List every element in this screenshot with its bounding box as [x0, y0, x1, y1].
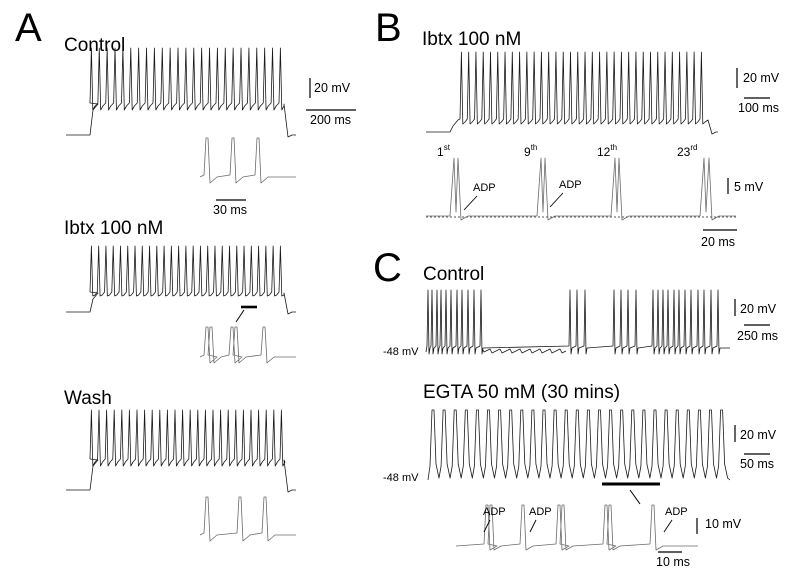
adp-arrow — [663, 519, 673, 533]
panel-c-egta-label: EGTA 50 mM (30 mins) — [423, 382, 621, 403]
panel-a-wash-inset — [199, 496, 296, 542]
panel-c-adp-label-3: ADP — [665, 506, 688, 518]
panel-b-time-scale-label: 100 ms — [738, 101, 779, 115]
panel-b-voltage-scale-label: 20 mV — [743, 71, 780, 85]
panel-a-ibtx-trace — [66, 245, 296, 315]
panel-a-ibtx-inset — [199, 326, 296, 364]
panel-c-letter: C — [373, 246, 402, 290]
panel-c-control-noise — [482, 348, 567, 354]
adp-arrow — [463, 195, 478, 211]
panel-c-egta-voltage-scale-label: 20 mV — [740, 428, 777, 442]
panel-b-ibtx-label: Ibtx 100 nM — [422, 29, 522, 50]
panel-a-control-inset — [199, 137, 296, 184]
panel-c-adp-label-1: ADP — [483, 506, 506, 518]
panel-b-inset-time-scale-label: 20 ms — [701, 235, 736, 249]
panel-c-control-time-scale-label: 250 ms — [737, 329, 778, 343]
adp-arrow — [483, 519, 491, 533]
panel-a-letter: A — [15, 6, 42, 50]
panel-b-letter: B — [375, 6, 402, 50]
panel-a-wash-label: Wash — [64, 388, 112, 409]
panel-c-egta-trace — [427, 409, 731, 481]
panel-a-inset-time-scale-label: 30 ms — [213, 203, 248, 217]
panel-c-egta-highlight-arrow — [629, 489, 641, 505]
panel-c-adp-label-2: ADP — [529, 506, 552, 518]
panel-c-inset-voltage-scale-label: 10 mV — [705, 517, 742, 531]
spike-label-1st: 1st — [437, 143, 450, 159]
spike-label-9th: 9th — [524, 143, 538, 159]
scale-bar-layer — [216, 68, 770, 553]
panel-c-control-rmp-label: -48 mV — [383, 346, 419, 358]
panel-a-ibtx-label: Ibtx 100 nM — [64, 218, 164, 239]
panel-b-main-trace — [426, 51, 718, 135]
adp-arrow — [549, 192, 564, 208]
panel-b-inset-trace — [426, 157, 736, 221]
panel-a-voltage-scale-label: 20 mV — [314, 81, 351, 95]
panel-c-inset-time-scale-label: 10 ms — [656, 555, 691, 569]
adp-arrow — [529, 519, 537, 533]
panel-a-control-trace — [66, 47, 296, 138]
panel-a-control-label: Control — [64, 35, 126, 56]
panel-c-egta-time-scale-label: 50 ms — [740, 457, 775, 471]
panel-c-control-label: Control — [423, 264, 485, 285]
panel-c-control-trace — [425, 289, 730, 355]
panel-b-adp-label-2: ADP — [559, 179, 582, 191]
panel-c-control-voltage-scale-label: 20 mV — [740, 302, 777, 316]
panel-a-wash-trace — [66, 409, 296, 493]
spike-label-12th: 12th — [597, 143, 618, 159]
panel-c-egta-rmp-label: -48 mV — [383, 472, 419, 484]
panel-a-time-scale-label: 200 ms — [310, 113, 351, 127]
panel-c-egta-inset — [455, 504, 698, 551]
panel-a-ibtx-highlight-arrow — [235, 309, 245, 323]
panel-b-inset-voltage-scale-label: 5 mV — [734, 180, 764, 194]
spike-label-23rd: 23rd — [677, 143, 698, 159]
panel-b-adp-label-1: ADP — [473, 182, 496, 194]
trace-layer — [66, 47, 736, 551]
